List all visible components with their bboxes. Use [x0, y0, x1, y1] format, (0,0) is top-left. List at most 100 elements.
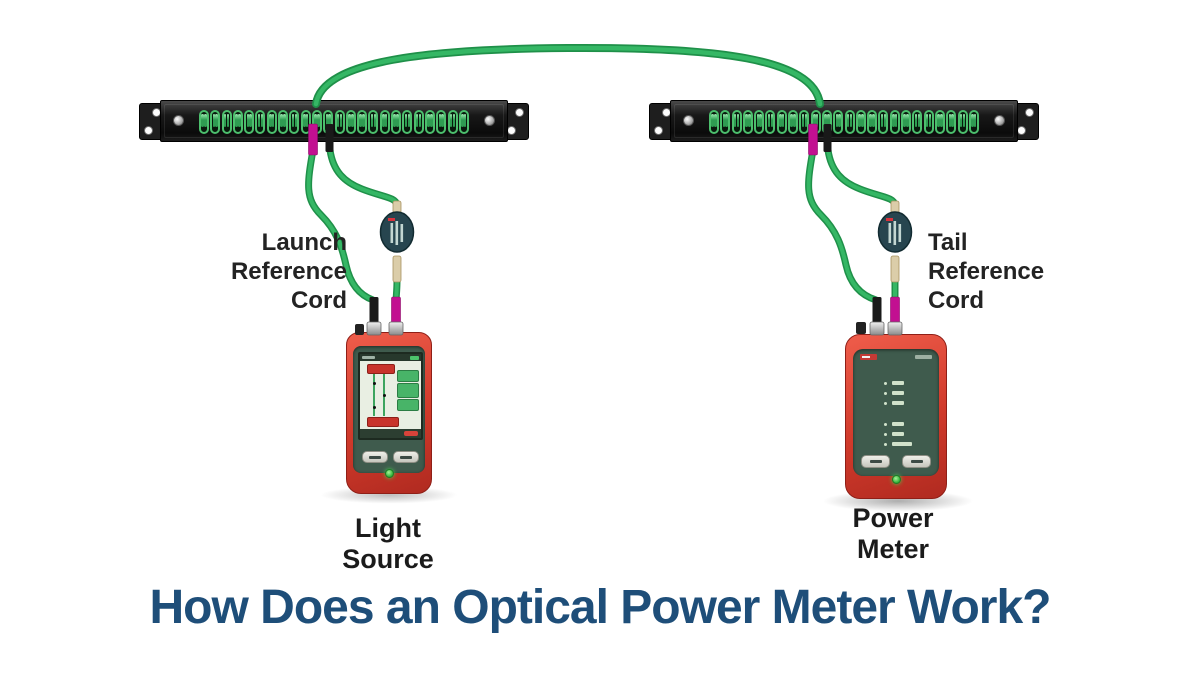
port-slot: [418, 113, 422, 127]
fiber-adapter-port: [946, 109, 957, 134]
port-slot: [903, 113, 906, 127]
wavelength-label: [892, 442, 912, 446]
led-dot: [884, 381, 887, 385]
fiber-adapter-port: [278, 109, 289, 134]
indicator-row: [884, 401, 904, 405]
port-slot: [294, 113, 298, 127]
port-slot: [373, 113, 377, 127]
wavelength-indicator-group-1: [884, 381, 904, 411]
port-slot: [238, 113, 241, 127]
fiber-adapter-port: [810, 109, 821, 134]
port-slot: [404, 113, 408, 127]
power-meter-face: [853, 349, 939, 476]
mounting-hole: [144, 126, 153, 135]
inline-coupler-left: [379, 200, 415, 283]
led-dot: [884, 391, 887, 395]
set-ref-button: [902, 455, 931, 468]
panel-faceplate: [670, 100, 1018, 142]
coupler-label-text: [400, 224, 404, 242]
coupler-label-text: [888, 223, 892, 243]
port-slot: [804, 113, 808, 127]
status-led: [892, 475, 901, 484]
port-slot: [461, 113, 464, 127]
coupler-ferrule: [392, 255, 402, 283]
screw-icon: [683, 115, 694, 126]
port-slot: [745, 113, 748, 127]
fiber-port-row: [199, 109, 469, 134]
port-slot: [415, 113, 419, 127]
port-slot: [937, 113, 940, 127]
port-slot: [235, 113, 238, 127]
port-slot: [348, 113, 351, 127]
button-text: [369, 455, 381, 459]
port-slot: [813, 113, 816, 127]
wavelength-label: [892, 401, 904, 405]
port-slot: [226, 113, 230, 127]
fiber-adapter-port: [458, 109, 469, 134]
wavelength-label: [892, 422, 904, 426]
port-slot: [452, 113, 456, 127]
port-slot: [748, 113, 751, 127]
fiber-trace-line: [373, 374, 375, 416]
magenta-connector-icon: [391, 296, 401, 325]
light-source-screen: [358, 352, 423, 440]
port-slot: [736, 113, 740, 127]
trunk-fiber-cable: [312, 43, 824, 108]
screen-top-red-box: [367, 364, 395, 374]
fiber-adapter-port: [357, 109, 368, 134]
light-source-input-connectors: [355, 296, 404, 336]
fiber-adapter-port: [742, 109, 753, 134]
fiber-adapter-port: [345, 109, 356, 134]
port-slot: [303, 113, 306, 127]
port-slot: [291, 113, 295, 127]
port-slot: [325, 113, 329, 127]
battery-icon: [410, 355, 419, 360]
port-slot: [351, 113, 354, 127]
port-slot: [948, 113, 952, 127]
coupler-label-text: [390, 223, 394, 243]
power-button: [362, 451, 388, 463]
fiber-port-row: [709, 109, 979, 134]
toggle-nub: [856, 322, 866, 334]
coupler-label-text: [898, 224, 902, 242]
port-slot: [883, 113, 887, 127]
indicator-row: [884, 442, 912, 446]
fiber-adapter-port: [957, 109, 968, 134]
screen-title-text: [362, 356, 375, 359]
launch-reference-cord-label: Launch Reference Cord: [205, 228, 347, 315]
port-slot: [317, 113, 320, 127]
port-slot: [393, 113, 396, 127]
indicator-row: [884, 381, 904, 385]
port-slot: [449, 113, 453, 127]
event-dot: [372, 382, 376, 385]
port-slot: [384, 113, 388, 127]
coupler-label-disc: [877, 211, 913, 253]
indicator-row: [884, 422, 912, 426]
coupler-red-mark: [388, 218, 395, 221]
port-slot: [849, 113, 853, 127]
screw-icon: [173, 115, 184, 126]
port-slot: [396, 113, 399, 127]
fiber-adapter-port: [323, 109, 334, 134]
label-line: Launch: [261, 229, 347, 256]
port-slot: [827, 113, 830, 127]
port-slot: [215, 113, 218, 127]
black-connector-icon: [369, 297, 379, 324]
power-meter-device: [845, 334, 947, 499]
wavelength-indicator-group-2: [884, 422, 912, 452]
light-source-label: Light Source: [342, 513, 434, 574]
port-slot: [201, 113, 204, 127]
fiber-adapter-port: [912, 109, 923, 134]
port-slot: [260, 113, 264, 127]
port-slot: [756, 113, 760, 127]
fiber-adapter-port: [901, 109, 912, 134]
screen-red-softkey: [404, 431, 418, 436]
port-slot: [336, 113, 340, 127]
coupler-red-mark: [886, 218, 893, 221]
button-text: [400, 455, 412, 459]
port-slot: [767, 113, 771, 127]
port-slot: [925, 113, 929, 127]
fiber-adapter-port: [754, 109, 765, 134]
led-dot: [884, 422, 887, 426]
fiber-adapter-port: [300, 109, 311, 134]
